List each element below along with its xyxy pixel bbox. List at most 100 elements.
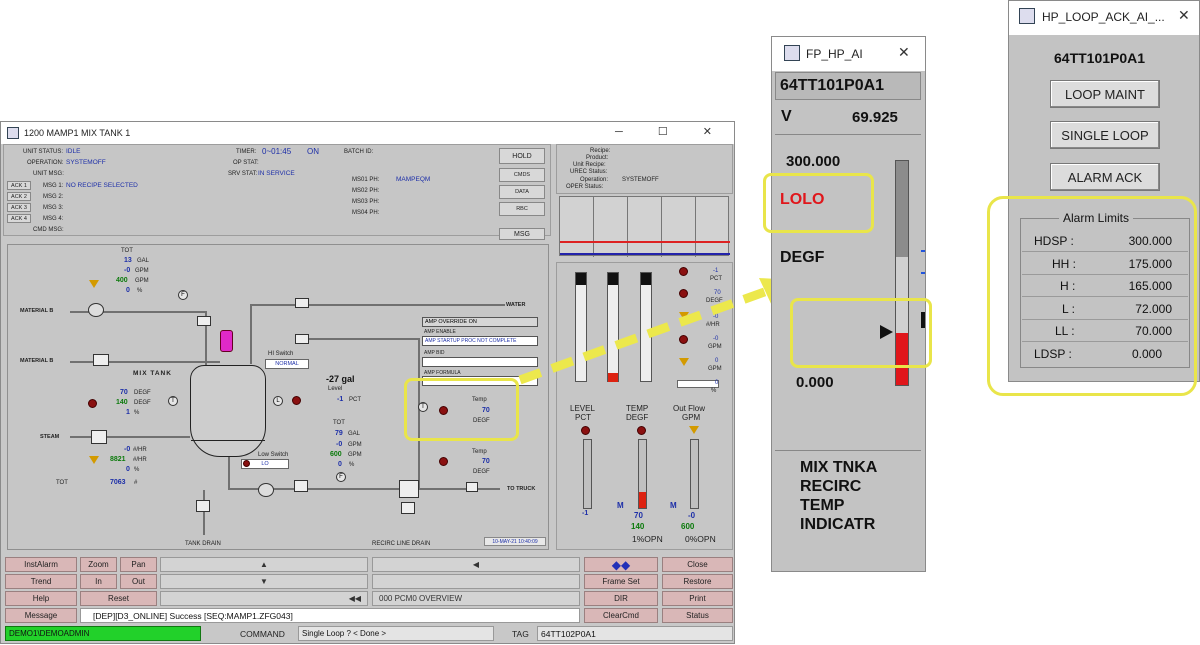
tag-input[interactable]: 64TT102P0A1 <box>537 626 733 641</box>
loop-maint-button[interactable]: LOOP MAINT <box>1050 80 1160 108</box>
close-button[interactable]: Close <box>662 557 733 572</box>
amp-bid-label: AMP BID <box>424 350 445 356</box>
trend-button[interactable]: Trend <box>5 574 77 589</box>
user-status-bar: DEMO1\DEMOADMIN <box>5 626 201 641</box>
recipe-label: Recipe: <box>590 148 611 154</box>
scroll-down-button[interactable]: ▼ <box>160 574 368 589</box>
tank-drain-valve-icon[interactable] <box>196 500 210 512</box>
faceplate-tag-bar <box>775 72 921 100</box>
bottom-pump-icon[interactable] <box>258 483 274 497</box>
bar-lamp-2 <box>679 289 688 298</box>
help-button[interactable]: Help <box>5 591 77 606</box>
ack2-button[interactable]: ACK 2 <box>7 192 31 201</box>
valve-icon-4[interactable] <box>295 334 309 344</box>
overview-display[interactable]: 000 PCM0 OVERVIEW <box>372 591 580 606</box>
faceplate-pv: 69.925 <box>852 109 898 126</box>
top-gpm2-value: 400 <box>116 277 128 284</box>
command-label: COMMAND <box>240 629 285 639</box>
window-controls[interactable]: ─ ☐ ✕ <box>615 126 728 138</box>
to-truck-label: TO TRUCK <box>507 486 536 492</box>
single-loop-button[interactable]: SINGLE LOOP <box>1050 121 1160 149</box>
loop-ack-title: HP_LOOP_ACK_AI_... <box>1042 10 1165 24</box>
bottom-valve-icon[interactable] <box>294 480 308 492</box>
msg-button[interactable]: MSG <box>499 228 545 240</box>
ack1-button[interactable]: ACK 1 <box>7 181 31 190</box>
reset-button[interactable]: Reset <box>80 591 157 606</box>
temp-transmitter-lamp <box>439 406 448 415</box>
command-input[interactable]: Single Loop ? < Done > <box>298 626 494 641</box>
top-gal-unit: GAL <box>137 258 150 264</box>
history-back-button[interactable]: ◀◀ <box>160 591 368 606</box>
limit-row-hdsp: HDSP :300.000 <box>1022 230 1188 252</box>
tot2-gal-unit: GAL <box>348 431 361 437</box>
dir-button[interactable]: DIR <box>584 591 658 606</box>
loop-ack-tag: 64TT101P0A1 <box>1054 50 1146 66</box>
steam-hr-sp-unit: #/HR <box>133 457 147 463</box>
valve-icon[interactable] <box>197 316 211 326</box>
ack3-button[interactable]: ACK 3 <box>7 203 31 212</box>
loop-ack-close-icon[interactable]: ✕ <box>1178 7 1190 23</box>
data-button[interactable]: DATA <box>499 185 545 199</box>
flow-bar-sp: 600 <box>681 522 695 531</box>
hold-button[interactable]: HOLD <box>499 148 545 164</box>
level-bar-title: LEVEL <box>570 404 595 413</box>
faceplate-app-icon <box>784 45 800 61</box>
temp-indicator-icon: T <box>168 396 178 406</box>
loop-ack-app-icon <box>1019 8 1035 24</box>
app-icon <box>7 127 19 139</box>
bar-label-8: GPM <box>708 344 722 350</box>
ack4-button[interactable]: ACK 4 <box>7 214 31 223</box>
alarm-ack-button[interactable]: ALARM ACK <box>1050 163 1160 191</box>
scroll-left-button[interactable]: ◀ <box>372 557 580 572</box>
timer-value: 0~01:45 <box>262 147 292 156</box>
op-stat-label: OP STAT: <box>233 160 259 166</box>
clearcmd-button[interactable]: ClearCmd <box>584 608 658 623</box>
bar-label-2: PCT <box>710 276 722 282</box>
message-button[interactable]: Message <box>5 608 77 623</box>
msg2-label: MSG 2: <box>43 194 64 200</box>
valve-icon-3[interactable] <box>295 298 309 308</box>
agitator-motor-icon <box>220 330 233 352</box>
limit-value: 72.000 <box>1135 302 1172 316</box>
recirc-flow-indicator-icon: F <box>336 472 346 482</box>
restore-button[interactable]: Restore <box>662 574 733 589</box>
pan-button[interactable]: Pan <box>120 557 157 572</box>
rbc-button[interactable]: RBC <box>499 202 545 216</box>
recirc-3way-valve-icon[interactable] <box>399 480 419 498</box>
out-button[interactable]: Out <box>120 574 157 589</box>
water-label: WATER <box>506 302 526 308</box>
warning-icon <box>89 280 99 288</box>
tot2-pct-unit: % <box>349 462 355 468</box>
faceplate-close-icon[interactable]: ✕ <box>898 44 910 60</box>
mix-tank[interactable] <box>190 365 266 457</box>
valve-icon-2[interactable] <box>93 354 109 366</box>
zoom-button[interactable]: Zoom <box>80 557 117 572</box>
pump-icon[interactable] <box>88 303 104 317</box>
faceplate-edge-marker-2 <box>921 250 925 252</box>
oper-status-label: OPER Status: <box>566 184 604 190</box>
trend-chart[interactable] <box>559 196 730 257</box>
print-button[interactable]: Print <box>662 591 733 606</box>
status-button[interactable]: Status <box>662 608 733 623</box>
top-gpm2-unit: GPM <box>135 278 149 284</box>
cmds-button[interactable]: CMDS <box>499 168 545 182</box>
flow-bar-m: M <box>670 501 677 510</box>
truck-valve-icon[interactable] <box>466 482 478 492</box>
level-alarm-lamp <box>292 396 301 405</box>
faceplate-tag: 64TT101P0A1 <box>780 77 885 94</box>
scroll-up-button[interactable]: ▲ <box>160 557 368 572</box>
material-b-label: MATERIAL B <box>20 308 54 314</box>
recirc-drain-valve-icon[interactable] <box>401 502 415 514</box>
top-gal-value: 13 <box>124 257 132 264</box>
scroll-right-button[interactable] <box>372 574 580 589</box>
unit-msg-label: UNIT MSG: <box>33 171 64 177</box>
faceplate-mode: V <box>781 108 792 125</box>
instalarm-button[interactable]: InstAlarm <box>5 557 77 572</box>
steam-valve-icon[interactable] <box>91 430 107 444</box>
tot-bottom-unit: # <box>134 480 138 486</box>
bar-label-10: GPM <box>708 366 722 372</box>
frame-set-button[interactable]: Frame Set <box>584 574 658 589</box>
in-button[interactable]: In <box>80 574 117 589</box>
temp1-value: 70 <box>482 407 490 414</box>
navigate-arrows-button[interactable]: ◆◆ <box>584 557 658 572</box>
